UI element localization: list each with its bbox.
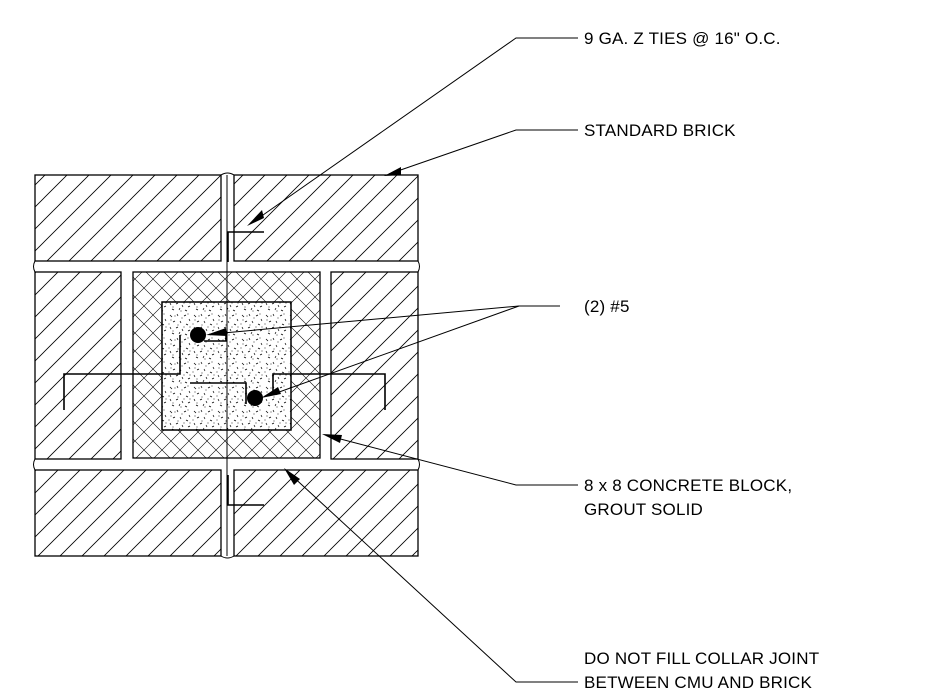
brick-right (330, 271, 419, 460)
leader-rebar-2 (267, 305, 520, 397)
label-collar-line2: BETWEEN CMU AND BRICK (584, 673, 813, 692)
brick-top-left (34, 174, 222, 262)
z-tie-bottom (227, 475, 264, 506)
leader-ties (252, 37, 578, 223)
rebar-bar-1 (190, 327, 206, 343)
leader-collar (288, 472, 578, 683)
mortar-joints (33, 172, 420, 559)
rebar-bar-2 (247, 390, 263, 406)
rebar (190, 327, 263, 406)
brick-units (34, 174, 419, 557)
arrow-brick (384, 167, 401, 176)
leader-brick (388, 129, 578, 175)
label-block-line2: GROUT SOLID (584, 500, 703, 519)
arrow-rebar-2 (261, 387, 281, 398)
label-collar-line1: DO NOT FILL COLLAR JOINT (584, 649, 819, 668)
label-block-line1: 8 x 8 CONCRETE BLOCK, (584, 476, 792, 495)
arrow-block (322, 434, 342, 443)
z-tie-top (227, 231, 264, 262)
arrowheads (206, 167, 401, 485)
label-ties: 9 GA. Z TIES @ 16" O.C. (584, 29, 781, 48)
tie-left (63, 335, 181, 410)
leader-block (328, 435, 578, 486)
brick-top-right (233, 174, 419, 262)
arrow-rebar-1 (206, 328, 227, 336)
label-rebar: (2) #5 (584, 297, 630, 316)
label-brick: STANDARD BRICK (584, 121, 736, 140)
brick-bottom-right (233, 469, 419, 557)
leader-lines (211, 37, 578, 683)
arrow-collar (284, 468, 300, 485)
callout-labels: 9 GA. Z TIES @ 16" O.C. STANDARD BRICK (… (584, 29, 819, 692)
brick-bottom-left (34, 469, 222, 557)
brick-left (34, 271, 122, 460)
tie-bottom-center (190, 382, 247, 404)
arrow-ties (247, 210, 264, 226)
